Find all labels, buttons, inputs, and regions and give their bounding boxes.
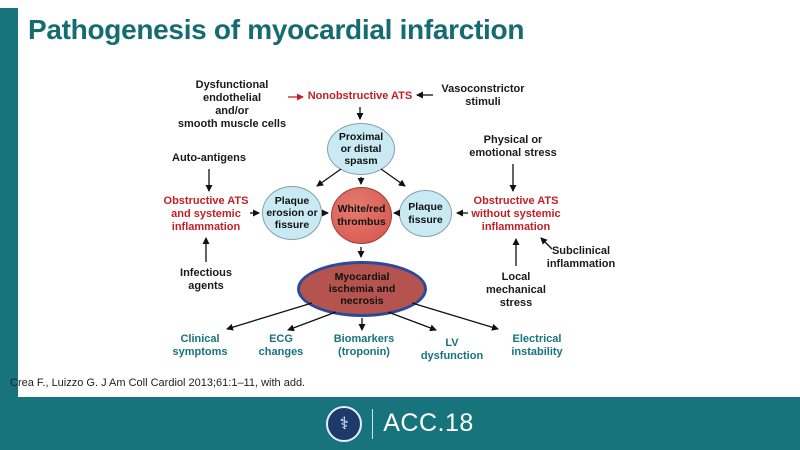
medical-seal-icon: ⚕ [326, 405, 363, 442]
node-subclinical-inflammation: Subclinical inflammation [546, 245, 616, 270]
node-physical-emotional-stress: Physical or emotional stress [469, 134, 557, 159]
node-vasoconstrictor-stimuli: Vasoconstrictor stimuli [441, 83, 525, 108]
node-auto-antigens: Auto-antigens [172, 152, 246, 164]
node-local-mechanical-stress: Local mechanical stress [486, 271, 546, 309]
node-nonobstructive-ats: Nonobstructive ATS [307, 90, 413, 102]
outcome-electrical-instability: Electrical instability [511, 333, 563, 359]
bottom-accent-bar: ⚕ ACC.18 [0, 397, 800, 450]
outcome-lv-dysfunction: LV dysfunction [420, 337, 484, 363]
outcome-biomarkers: Biomarkers (troponin) [333, 333, 395, 359]
outcome-clinical-symptoms: Clinical symptoms [172, 333, 228, 359]
logo-divider [372, 408, 374, 439]
page-title: Pathogenesis of myocardial infarction [28, 14, 525, 45]
node-obstructive-ats-without-systemic: Obstructive ATS without systemic inflamm… [471, 195, 561, 233]
ellipse-plaque-fissure: Plaque fissure [399, 190, 452, 237]
node-infectious-agents: Infectious agents [180, 267, 232, 292]
outcome-ecg-changes: ECG changes [258, 333, 304, 359]
ellipse-myocardial-ischemia: Myocardial ischemia and necrosis [297, 261, 427, 317]
node-obstructive-ats-systemic: Obstructive ATS and systemic inflammatio… [163, 195, 249, 233]
left-accent-bar [0, 8, 18, 450]
acc-logo: ⚕ ACC.18 [326, 405, 474, 442]
citation: Crea F., Luizzo G. J Am Coll Cardiol 201… [10, 377, 306, 389]
seal-glyph: ⚕ [339, 413, 349, 433]
logo-text: ACC.18 [383, 409, 474, 437]
ellipse-white-red-thrombus: White/red thrombus [331, 187, 392, 244]
ellipse-plaque-erosion: Plaque erosion or fissure [262, 186, 322, 240]
node-dysfunctional-endothelial: Dysfunctional endothelial and/or smooth … [177, 79, 287, 130]
ellipse-proximal-distal-spasm: Proximal or distal spasm [327, 123, 395, 175]
